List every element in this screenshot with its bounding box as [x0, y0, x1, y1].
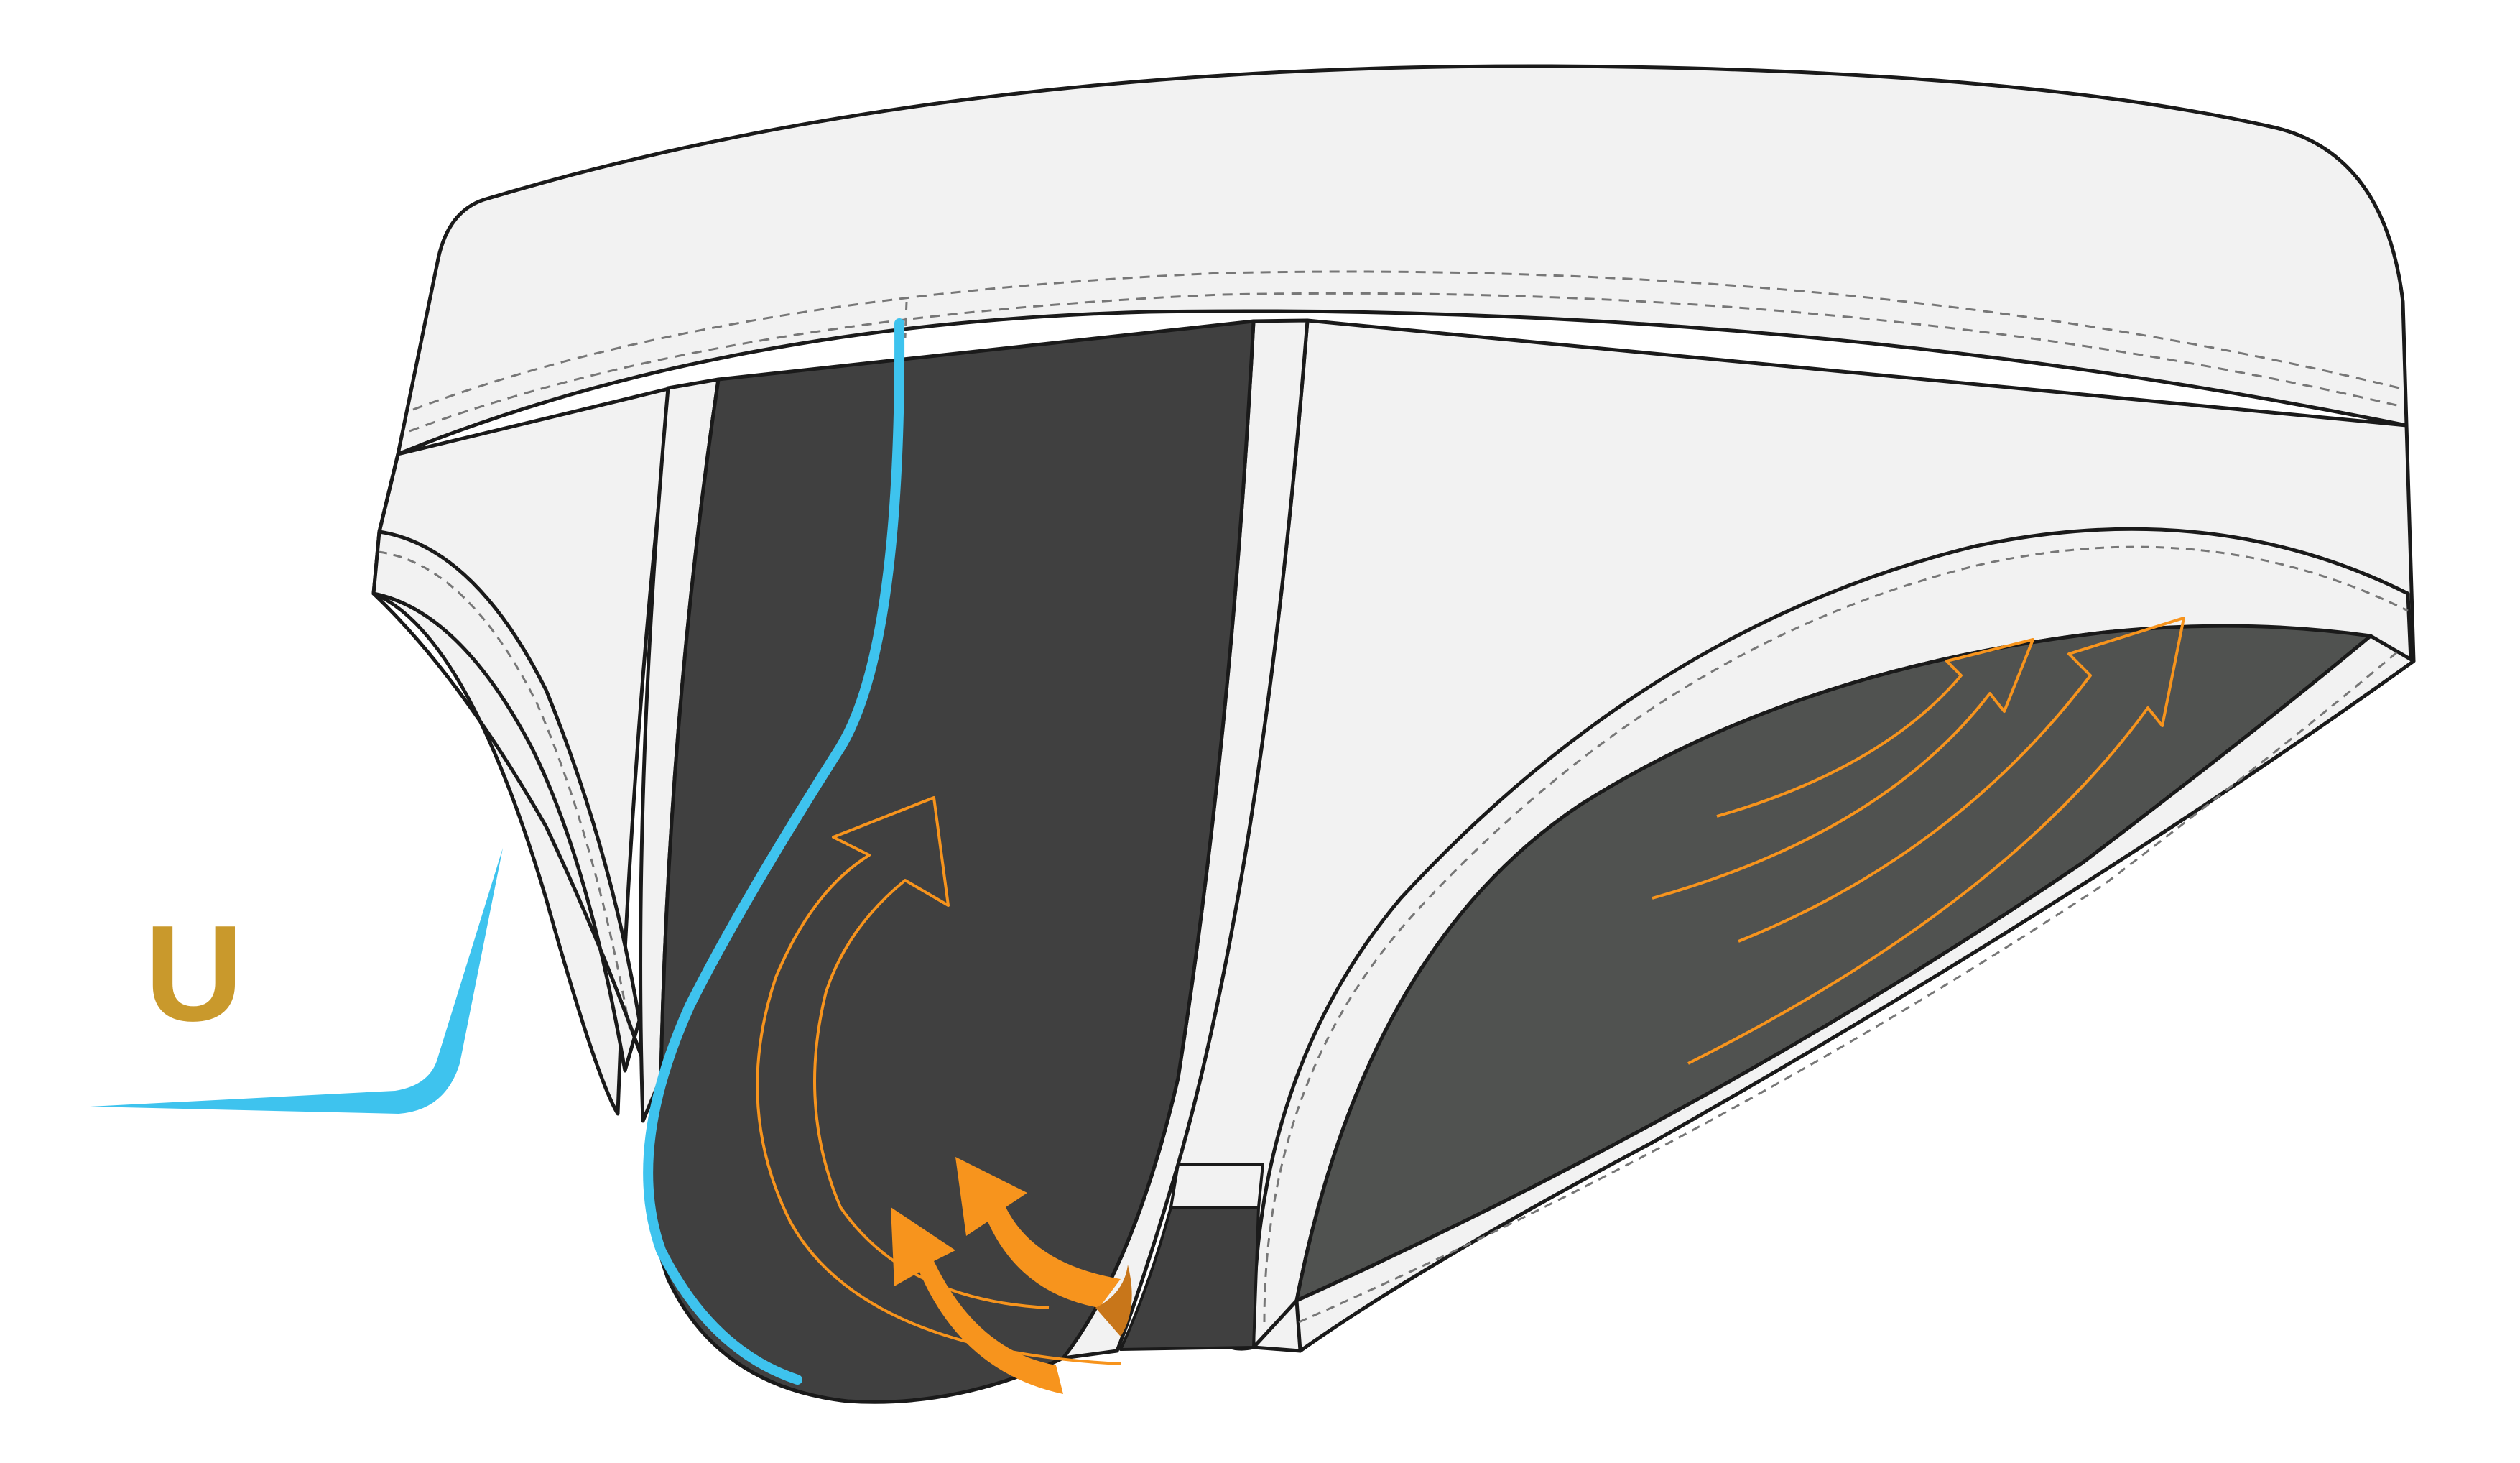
pouch-contour-accent [643, 318, 905, 1385]
waistband-stitch-lower [409, 292, 2404, 433]
left-leg-stitch [378, 550, 632, 1035]
u-shape-legend: U [90, 848, 503, 1114]
right-lining-binding-stitch [1298, 649, 2400, 1324]
left-leg-outer-edge [371, 591, 656, 1094]
airflow-arrows-outline [756, 617, 2185, 1365]
right-leg-stitch [1263, 545, 2409, 1323]
left-leg-inner-edge [377, 452, 400, 534]
airflow-arrows-solid [891, 1157, 1132, 1394]
airflow-arrow-shadow [1095, 1265, 1132, 1337]
left-leg-binding [371, 530, 641, 1073]
pouch-body [646, 319, 1256, 1404]
right-lining-binding [1294, 634, 2416, 1353]
airflow-arrow-icon [891, 1207, 1063, 1394]
airflow-arrow-icon [1652, 638, 2034, 900]
gusset-seam-dark [1119, 1206, 1260, 1351]
waistband-stitch-left-edge [904, 301, 908, 338]
waistband [396, 64, 2409, 456]
u-shape-label: U [144, 897, 243, 1050]
airflow-arrow-icon [1687, 617, 2185, 1065]
pouch [639, 318, 1310, 1404]
left-leg-panel [371, 386, 674, 1116]
waistband-body [396, 64, 2409, 456]
right-body-panel [1119, 318, 2416, 1353]
gusset-seam-white [1169, 1163, 1264, 1209]
airflow-arrow-icon [955, 1157, 1121, 1308]
airflow-arrow-icon [756, 796, 1121, 1365]
waistband-stitch-upper [412, 270, 2400, 411]
